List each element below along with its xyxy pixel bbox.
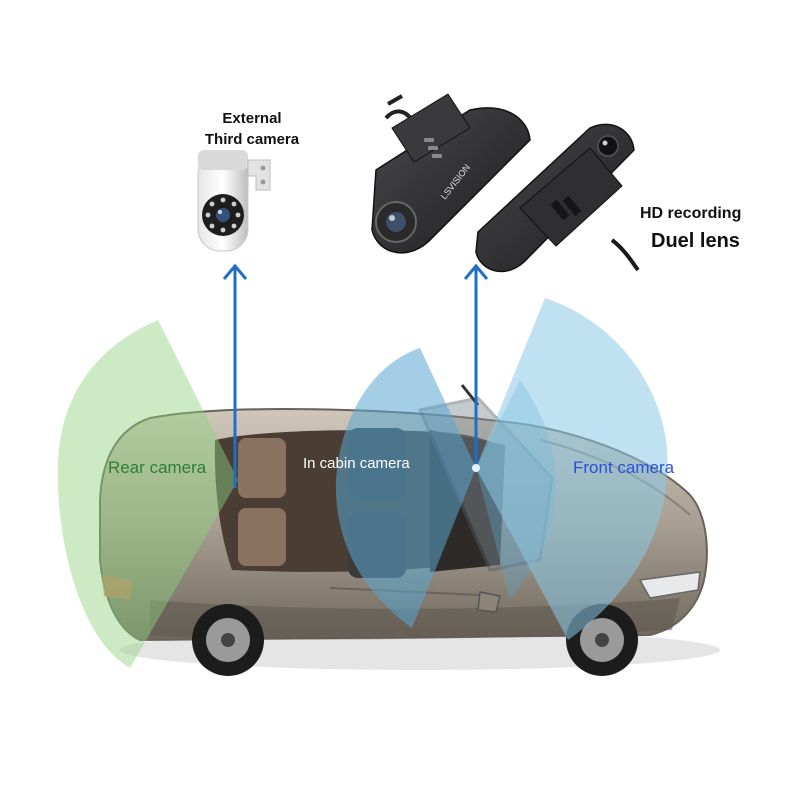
side-mirror bbox=[477, 591, 501, 613]
rear-coverage-cone bbox=[57, 320, 239, 668]
external-label-line2: Third camera bbox=[204, 131, 300, 148]
external-camera-label: External Third camera bbox=[192, 108, 312, 150]
headlight bbox=[638, 571, 701, 599]
mounting-bracket bbox=[247, 159, 271, 191]
power-cable bbox=[610, 238, 640, 272]
rear-wheel bbox=[192, 604, 264, 676]
arrow-to-dual-lens-camera bbox=[463, 263, 489, 468]
front-lens bbox=[597, 135, 619, 157]
arrow-to-external-camera bbox=[222, 263, 248, 488]
front-coverage-cone bbox=[476, 298, 668, 640]
taillight bbox=[102, 575, 132, 600]
cabin-coverage-cone bbox=[335, 348, 476, 628]
duel-lens-label: Duel lens bbox=[651, 230, 740, 252]
rear-seat-left bbox=[238, 438, 286, 498]
hd-recording-label: HD recording bbox=[640, 205, 742, 222]
rear-seat-right bbox=[238, 508, 286, 566]
external-label-line1: External bbox=[222, 110, 282, 127]
external-camera bbox=[197, 150, 271, 252]
dual-lens-dashcam-side bbox=[475, 123, 640, 273]
in-cabin-camera-label: In cabin camera bbox=[303, 455, 410, 472]
rear-camera-label: Rear camera bbox=[108, 458, 207, 477]
ir-leds bbox=[205, 197, 241, 233]
cabin-camera-point bbox=[472, 464, 480, 472]
front-camera-label: Front camera bbox=[573, 458, 675, 477]
dual-lens-dashcam-front: LSVISION bbox=[371, 93, 531, 254]
